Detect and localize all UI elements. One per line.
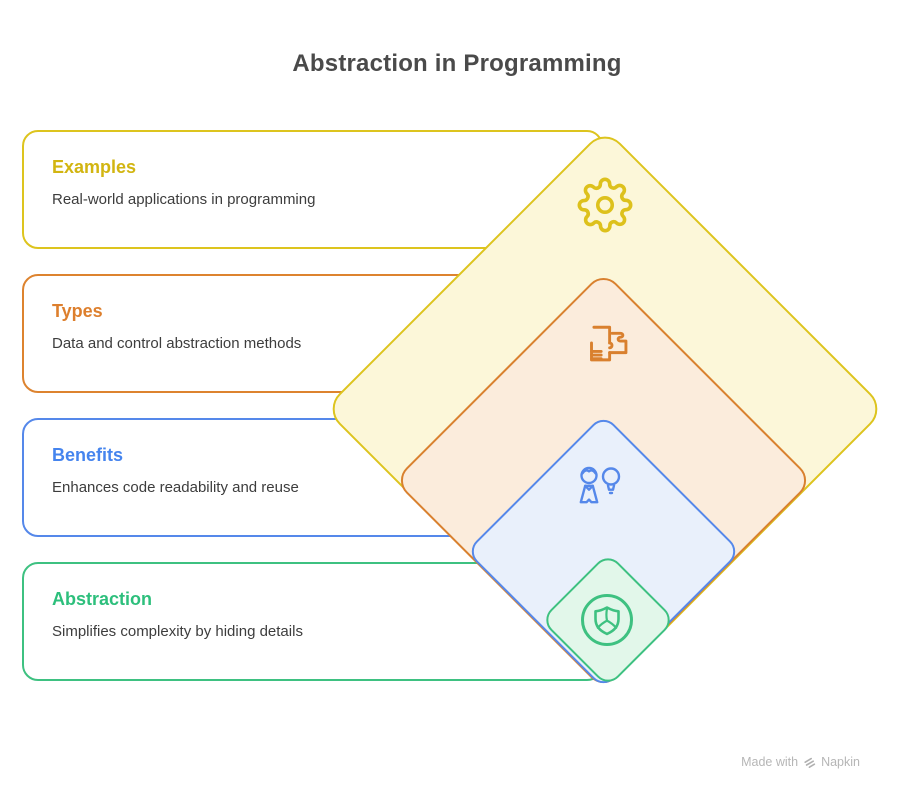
card-examples-body: Real-world applications in programming: [52, 191, 316, 208]
card-examples-heading: Examples: [52, 157, 137, 177]
made-with-napkin-link[interactable]: Made with Napkin: [741, 755, 860, 769]
card-abstraction-heading: Abstraction: [52, 589, 153, 609]
page-title: Abstraction in Programming: [292, 50, 622, 77]
card-types-heading: Types: [52, 301, 103, 321]
gear-icon: [577, 177, 633, 233]
watermark-prefix: Made with: [741, 755, 799, 769]
shield-icon: [572, 585, 642, 655]
card-examples: Examples Real-world applications in prog…: [22, 130, 603, 249]
watermark-brand: Napkin: [821, 755, 860, 769]
card-benefits-heading: Benefits: [52, 445, 124, 465]
card-types-body: Data and control abstraction methods: [52, 335, 302, 352]
person-idea-icon: [570, 463, 628, 515]
puzzle-icon: [577, 320, 635, 378]
card-benefits-body: Enhances code readability and reuse: [52, 479, 299, 496]
card-abstraction-body: Simplifies complexity by hiding details: [52, 623, 303, 640]
napkin-logo-icon: [803, 756, 816, 769]
